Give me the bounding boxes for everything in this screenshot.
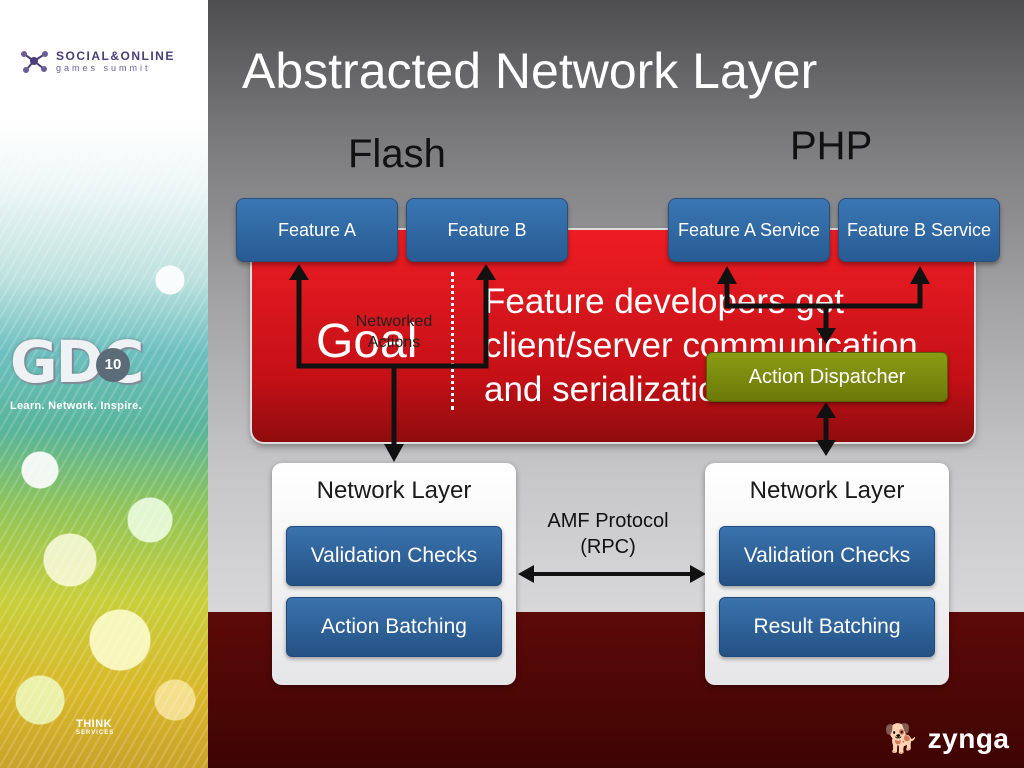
networked-actions-label: Networked Actions: [355, 313, 433, 351]
sponsor-sub: SERVICES: [76, 730, 115, 736]
slide-title: Abstracted Network Layer: [242, 43, 818, 99]
client-validation-checks: Validation Checks: [286, 526, 502, 586]
flash-label: Flash: [348, 132, 446, 176]
slide-canvas: Abstracted Network Layer Flash PHP Goal …: [208, 0, 1024, 768]
server-network-arrowhead: [816, 440, 836, 456]
summit-sub: games summit: [56, 63, 151, 73]
summit-name: SOCIAL&ONLINE: [56, 49, 175, 63]
client-network-layer: Network Layer Validation Checks Action B…: [272, 463, 516, 685]
decorative-stripes: [0, 0, 208, 768]
client-action-batching: Action Batching: [286, 597, 502, 657]
feature-a-box: Feature A: [236, 198, 398, 262]
client-network-title: Network Layer: [316, 477, 472, 504]
amf-protocol-label: AMF Protocol (RPC): [547, 510, 669, 558]
think-services-logo: THINK SERVICES: [76, 718, 114, 736]
client-down-arrowhead: [384, 444, 404, 462]
goal-divider: [451, 272, 454, 410]
molecule-icon: [21, 51, 48, 73]
summit-logo: SOCIAL&ONLINE games summit: [18, 48, 175, 74]
server-network-title: Network Layer: [749, 477, 905, 504]
feature-b-service-box: Feature B Service: [838, 198, 1000, 262]
amf-left-arrowhead: [518, 565, 534, 583]
amf-right-arrowhead: [690, 565, 706, 583]
sponsor-name: THINK: [76, 718, 113, 730]
server-network-layer: Network Layer Validation Checks Result B…: [705, 463, 949, 685]
action-dispatcher-box: Action Dispatcher: [706, 352, 948, 402]
php-label: PHP: [790, 124, 873, 168]
zynga-dog-icon: 🐕: [884, 723, 920, 754]
server-validation-checks: Validation Checks: [719, 526, 935, 586]
feature-a-service-box: Feature A Service: [668, 198, 830, 262]
branding-panel: SOCIAL&ONLINE games summit GDC 10 Learn.…: [0, 0, 208, 768]
gdc-tagline: Learn. Network. Inspire.: [10, 400, 142, 412]
gdc-edition-badge: 10: [96, 348, 130, 382]
zynga-logo: 🐕 zynga: [884, 722, 1010, 755]
server-result-batching: Result Batching: [719, 597, 935, 657]
zynga-wordmark: zynga: [927, 723, 1010, 754]
gdc-logo: GDC 10 Learn. Network. Inspire.: [10, 330, 200, 412]
feature-b-box: Feature B: [406, 198, 568, 262]
